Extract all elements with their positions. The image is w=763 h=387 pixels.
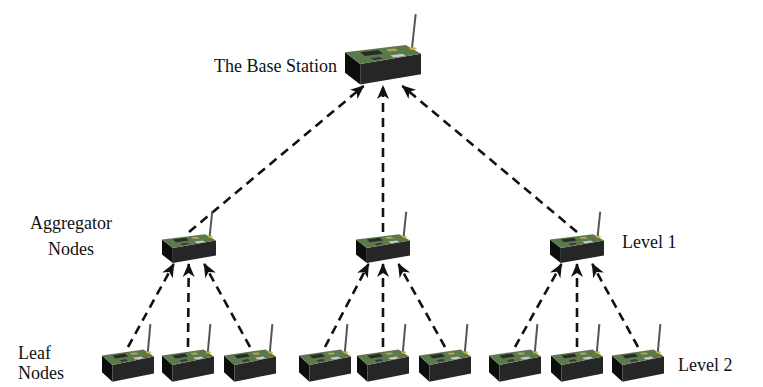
radio-link-arrow (402, 86, 577, 232)
radio-link-arrow (382, 264, 385, 347)
sensor-mote-icon (102, 347, 154, 383)
aggregator-node (550, 232, 604, 264)
sensor-mote-icon (357, 347, 409, 383)
level-label: Level 1 (622, 231, 712, 253)
tier-name: Aggregator Nodes (12, 210, 130, 262)
sensor-mote-icon (162, 232, 216, 264)
tier-name: Leaf Nodes (18, 343, 80, 383)
aggregator-node (162, 232, 216, 264)
leaf-node (299, 347, 351, 383)
leaf-node (489, 347, 541, 383)
node-caption: The Base Station (214, 55, 337, 77)
radio-link-arrow (382, 86, 385, 232)
radio-link-arrow (399, 264, 446, 347)
sensor-mote-icon (550, 232, 604, 264)
leaf-node (419, 347, 471, 383)
sensor-mote-icon (345, 42, 421, 86)
leaf-node (612, 347, 664, 383)
radio-link-arrow (515, 264, 562, 347)
leaf-node (357, 347, 409, 383)
leaf-node (551, 347, 603, 383)
leaf-node (102, 347, 154, 383)
leaf-node (224, 347, 276, 383)
sensor-mote-icon (612, 347, 664, 383)
sensor-mote-icon (162, 347, 214, 383)
leaf-node (162, 347, 214, 383)
radio-link-arrow (204, 264, 250, 347)
sensor-mote-icon (356, 232, 410, 264)
sensor-mote-icon (489, 347, 541, 383)
base-station: The Base Station (345, 42, 421, 86)
sensor-mote-icon (224, 347, 276, 383)
sensor-mote-icon (299, 347, 351, 383)
radio-link-arrow (576, 264, 579, 347)
radio-link-arrow (128, 264, 174, 347)
aggregator-node (356, 232, 410, 264)
level-label: Level 2 (678, 354, 758, 376)
sensor-mote-icon (419, 347, 471, 383)
sensor-mote-icon (551, 347, 603, 383)
radio-link-arrow (189, 86, 364, 232)
radio-link-arrow (187, 264, 190, 347)
